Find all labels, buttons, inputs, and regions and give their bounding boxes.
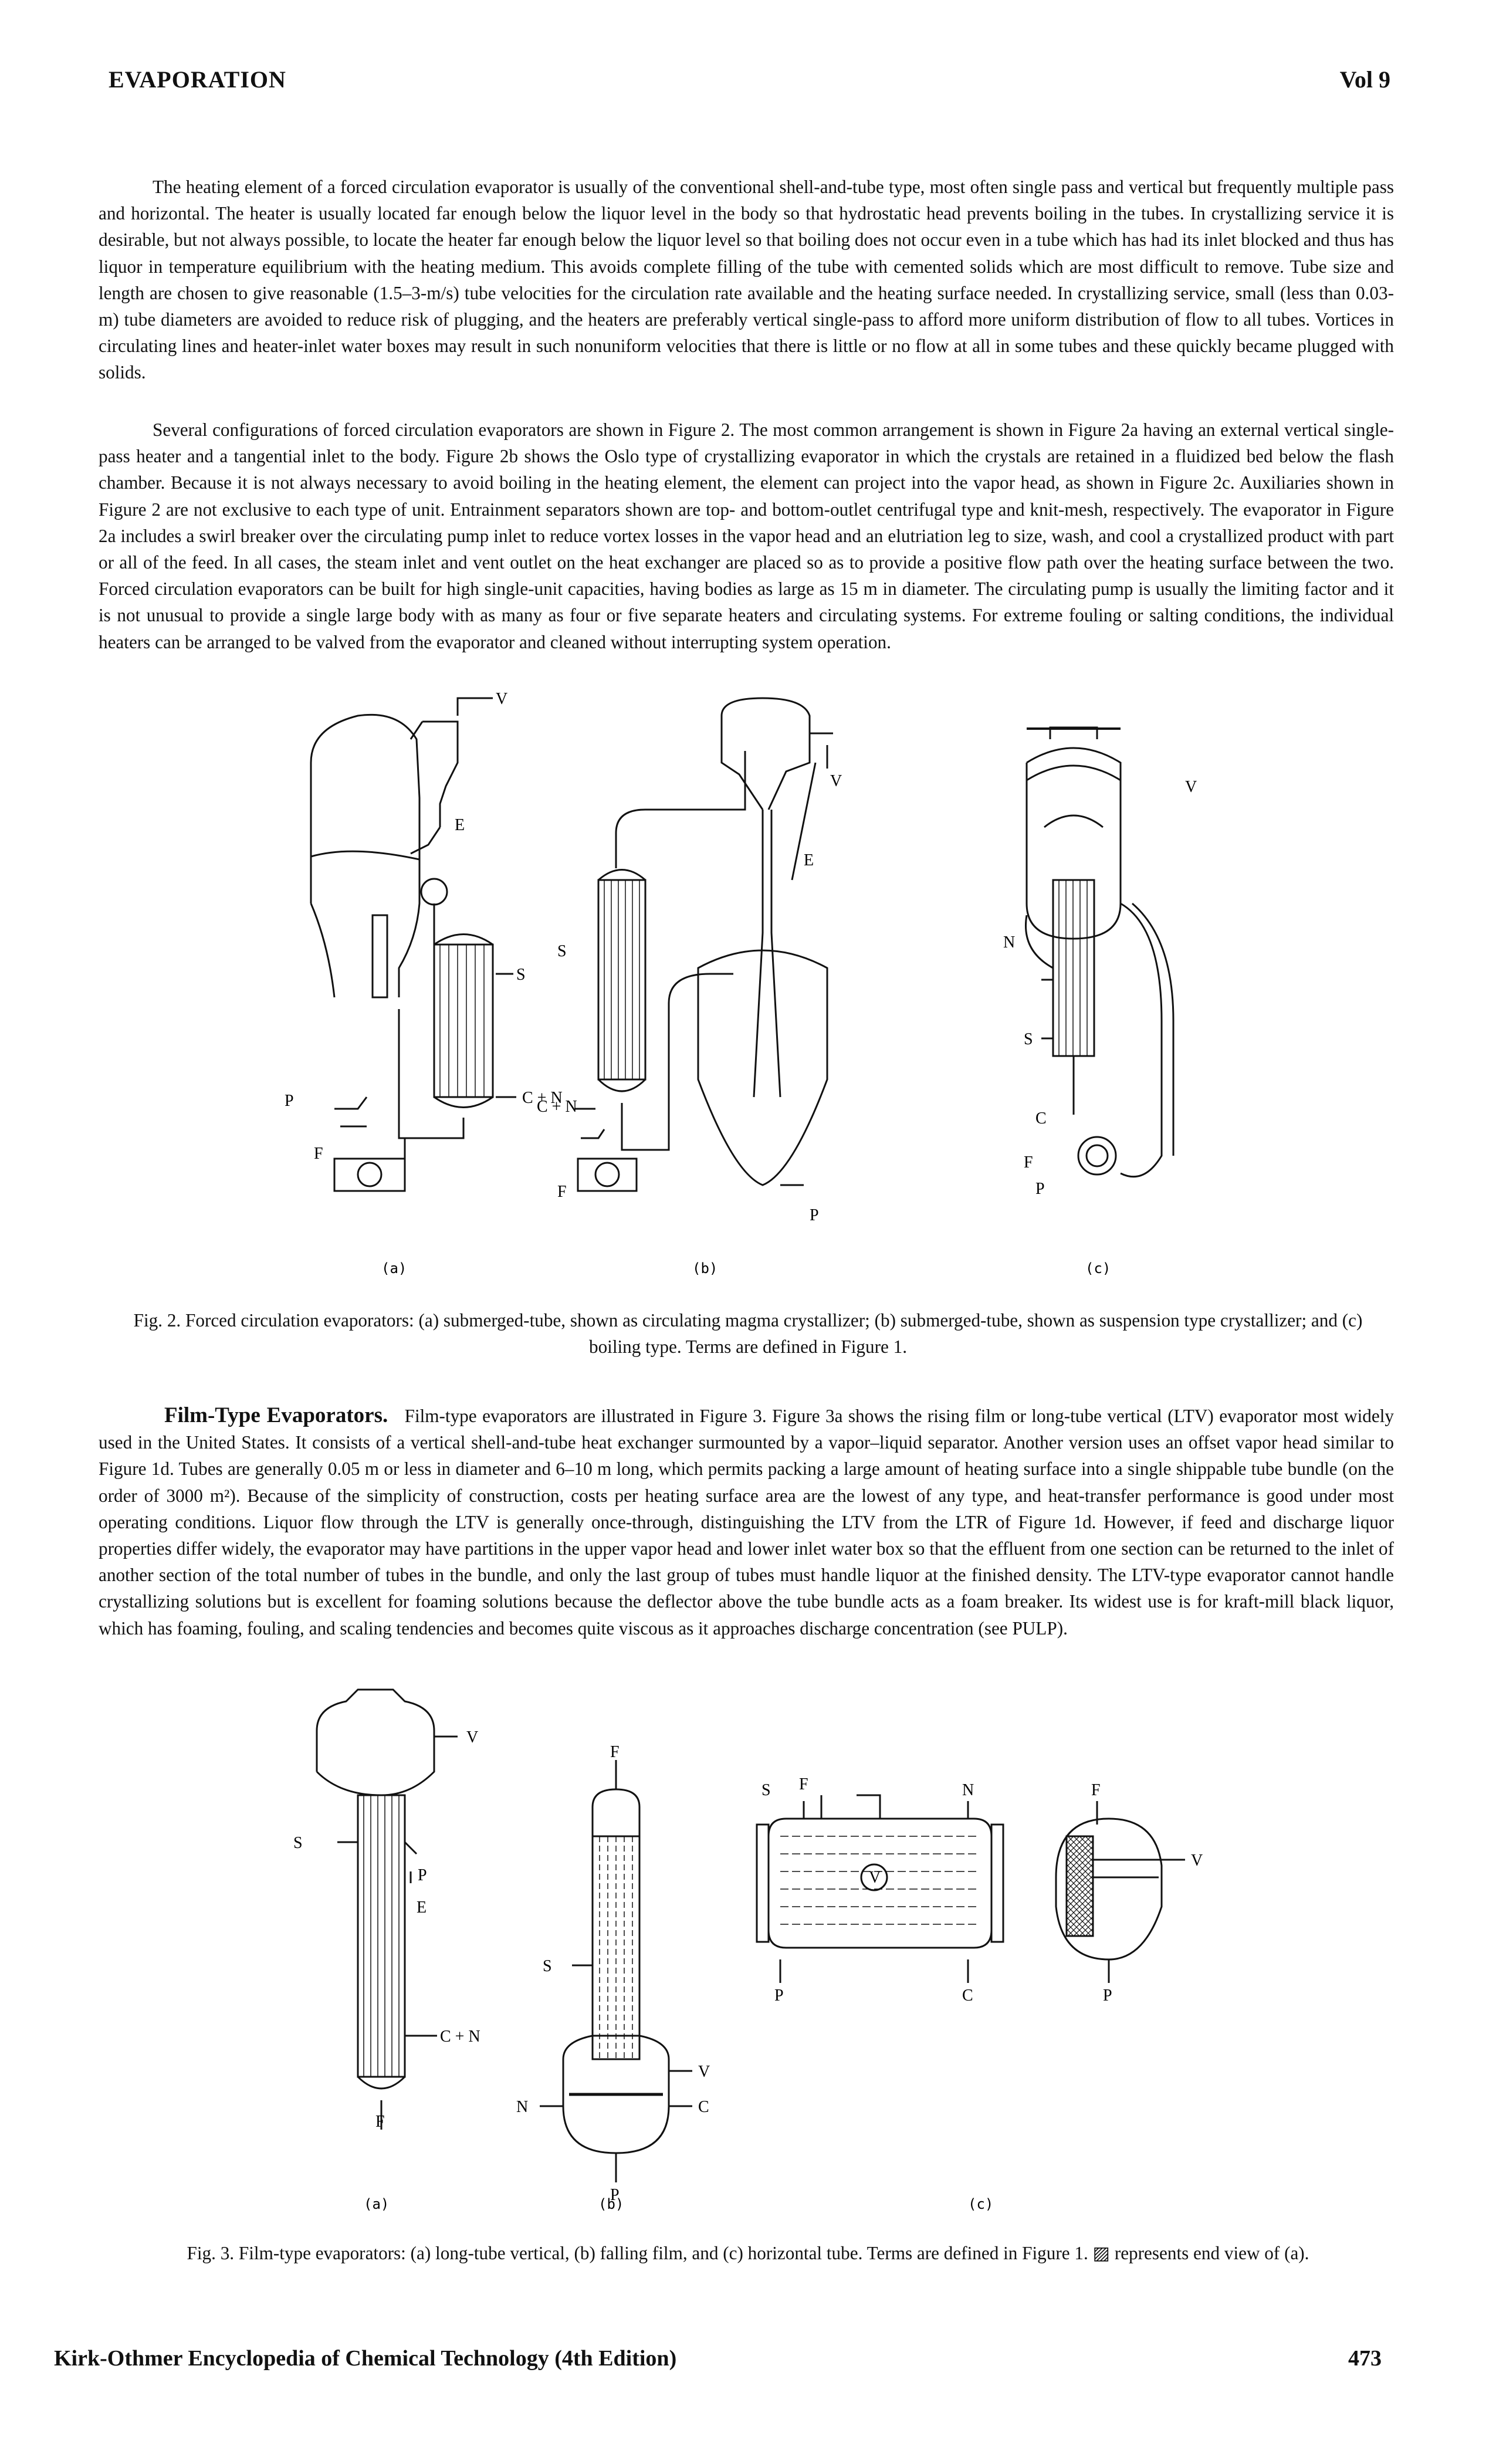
running-header-title: EVAPORATION <box>109 66 286 93</box>
fig2b-label-cn: C + N <box>537 1098 577 1116</box>
fig2c-label-n: N <box>1003 933 1015 952</box>
fig3a-label-p: P <box>418 1866 427 1884</box>
fig3c-end-label-f: F <box>1091 1781 1101 1799</box>
fig3a-label-e: E <box>417 1898 427 1917</box>
page-number: 473 <box>1348 2346 1382 2371</box>
fig3c-label-v-inner: V <box>869 1869 881 1887</box>
fig3c-end-label-v: V <box>1191 1852 1203 1870</box>
fig3b-label-s: S <box>543 1957 552 1975</box>
fig2b-label-p: P <box>810 1206 819 1224</box>
paragraph-1: The heating element of a forced circulat… <box>99 174 1394 386</box>
fig2-sublabel-c: (c) <box>1085 1260 1111 1277</box>
fig3c-label-p: P <box>774 1986 784 2005</box>
fig3-sublabel-b: (b) <box>598 2196 624 2212</box>
figure-2-drawing: V E S P F C + N V E S C + N F P V N S C … <box>285 692 1197 1277</box>
fig2c-label-p: P <box>1035 1180 1045 1198</box>
fig2-sublabel-b: (b) <box>692 1260 717 1277</box>
footer-book-title: Kirk-Othmer Encyclopedia of Chemical Tec… <box>54 2346 677 2371</box>
fig2a-label-v: V <box>496 692 507 708</box>
fig3b-label-p: P <box>610 2186 620 2204</box>
fig2a-label-f: F <box>314 1145 323 1163</box>
fig2a-label-e: E <box>455 816 465 834</box>
paragraph-3-text: Film-type evaporators are illustrated in… <box>99 1406 1394 1639</box>
fig2b-label-v: V <box>830 772 842 790</box>
figure-3: V S P E C + N F F S V N C P S F N V P C … <box>264 1684 1250 2212</box>
fig3a-label-cn: C + N <box>440 2028 480 2046</box>
fig3c-label-s: S <box>761 1781 771 1799</box>
fig3a-label-s: S <box>293 1834 303 1852</box>
fig2c-label-s: S <box>1024 1030 1033 1048</box>
fig2b-label-f: F <box>557 1183 567 1201</box>
figure-2: V E S P F C + N V E S C + N F P V N S C … <box>264 692 1250 1279</box>
fig3b-label-v: V <box>698 2063 710 2081</box>
fig3a-label-f: F <box>375 2113 385 2131</box>
figure-3-drawing: V S P E C + N F F S V N C P S F N V P C … <box>293 1688 1203 2212</box>
fig2a-label-s: S <box>516 966 526 984</box>
fig2b-label-e: E <box>804 851 814 869</box>
fig3b-label-c: C <box>698 2098 709 2116</box>
fig2c-label-f: F <box>1024 1153 1033 1172</box>
fig3a-label-v: V <box>466 1728 478 1747</box>
figure-2-caption: Fig. 2. Forced circulation evaporators: … <box>133 1310 1363 1357</box>
paragraph-2: Several configurations of forced circula… <box>99 417 1394 655</box>
paragraph-3: Film-Type Evaporators. Film-type evapora… <box>99 1402 1394 1641</box>
fig2b-label-s: S <box>557 942 567 960</box>
fig3c-label-c: C <box>962 1986 973 2005</box>
section-heading-film-type: Film-Type Evaporators. <box>164 1403 388 1427</box>
fig3-sublabel-c: (c) <box>968 2196 993 2212</box>
fig3c-label-f: F <box>799 1775 808 1793</box>
fig2a-label-p: P <box>285 1092 294 1110</box>
fig3c-label-n: N <box>962 1781 974 1799</box>
fig3b-label-f: F <box>610 1743 620 1761</box>
fig2c-label-c: C <box>1035 1109 1047 1128</box>
fig2-sublabel-a: (a) <box>381 1260 407 1277</box>
paragraph-1-text: The heating element of a forced circulat… <box>99 177 1394 383</box>
figure-3-caption: Fig. 3. Film-type evaporators: (a) long-… <box>187 2243 1309 2263</box>
fig2c-label-v: V <box>1185 778 1197 796</box>
running-header-volume: Vol 9 <box>1339 66 1390 93</box>
fig3b-label-n: N <box>516 2098 528 2116</box>
fig3c-end-label-p: P <box>1103 1986 1112 2005</box>
paragraph-2-text: Several configurations of forced circula… <box>99 419 1394 652</box>
fig3-sublabel-a: (a) <box>364 2196 389 2212</box>
fig2a-label-cn: C + N <box>522 1089 563 1107</box>
